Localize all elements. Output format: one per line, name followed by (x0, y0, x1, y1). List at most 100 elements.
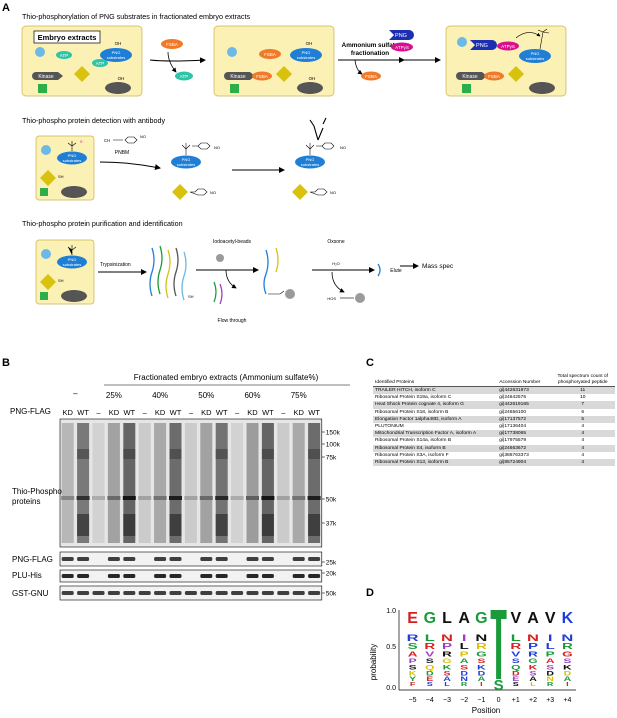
small-band (200, 591, 213, 595)
logo-letter: P (409, 658, 418, 666)
band-high (308, 449, 321, 459)
logo-letter: S (512, 658, 521, 666)
small-blots (59, 551, 323, 601)
lane-label: – (143, 408, 148, 417)
lane-smear (246, 423, 259, 543)
small-band (138, 591, 151, 595)
marker-label: 75k (326, 455, 337, 462)
table-cell: PLUTONIUM (375, 424, 404, 430)
logo-letter: N (546, 676, 554, 683)
lane-smear (231, 423, 244, 543)
panel-b: Fractionated embryo extracts (Ammonium s… (0, 362, 360, 612)
band-high (215, 449, 228, 459)
svg-text:HOS: HOS (327, 296, 336, 301)
fraction-label: 60% (244, 391, 260, 400)
svg-text:FSBA: FSBA (166, 42, 178, 47)
ytick-0: 0.0 (386, 685, 396, 692)
small-band (92, 591, 105, 595)
fraction-label: 75% (291, 391, 307, 400)
lane-label: KD (293, 408, 304, 417)
logo-letter: R (510, 642, 521, 652)
logo-letter: P (442, 642, 452, 652)
logo-letter: I (462, 633, 467, 643)
col-identified-proteins: Identified Proteins (375, 380, 415, 385)
small-band (107, 557, 120, 561)
logo-letter: L (444, 681, 450, 687)
section-title-purification: Thio-phospho protein purification and id… (22, 219, 183, 228)
small-band (200, 557, 213, 561)
svg-text:ATP: ATP (96, 61, 104, 66)
svg-text:PNG: PNG (476, 43, 488, 49)
position-label: +2 (529, 697, 537, 704)
logo-letter: S (408, 642, 418, 652)
logo-letter: N (441, 633, 453, 643)
logo-xlabel: Position (472, 706, 500, 715)
logo-top-letter: E (407, 610, 418, 627)
small-band (308, 574, 321, 578)
logo-letter: A (546, 658, 555, 666)
lane-smear (200, 423, 213, 543)
small-band (154, 591, 167, 595)
lane-smear (61, 423, 74, 543)
blot-label-thio: Thio-Phospho (12, 487, 62, 496)
logo-top-letter: G (475, 610, 487, 627)
lane-smear (107, 423, 120, 543)
logo-letter: R (461, 681, 468, 687)
small-band (200, 574, 213, 578)
logo-letter: D (564, 670, 572, 677)
logo-letter: R (442, 650, 452, 658)
blot-label-png-flag: PNG-FLAG (12, 555, 53, 564)
pnbm-label: PNBM (115, 150, 129, 156)
band-low (169, 514, 182, 536)
table-cell: gi|386763373 (499, 452, 529, 458)
band-50k (246, 496, 259, 500)
table-cell: Mitochondrial Transcription Factor A, is… (375, 431, 477, 437)
logo-letter: S (477, 658, 486, 666)
panel-letter-a: A (2, 2, 10, 14)
logo-letter: P (546, 650, 555, 658)
position-label: −2 (460, 697, 468, 704)
svg-text:SH: SH (188, 294, 194, 299)
logo-letter: I (566, 681, 568, 687)
logo-letter: D (546, 670, 554, 677)
logo-letter: Q (425, 664, 435, 672)
lane-label: – (96, 408, 101, 417)
band-high (169, 449, 182, 459)
band-50k (153, 496, 167, 500)
logo-letter: S (513, 681, 519, 687)
small-band (123, 557, 136, 561)
band-low (77, 514, 90, 536)
svg-text:PNG: PNG (182, 157, 191, 162)
extract-box-1: Embryo extracts ATP ATP PNG substrates O… (21, 25, 143, 97)
table-cell: Elongation Factor 1alpha48D, isoform A (375, 416, 462, 422)
elute-label: Elute (390, 268, 402, 274)
lane-label: WT (170, 408, 182, 417)
small-band (292, 591, 305, 595)
fraction-header: Fractionated embryo extracts (Ammonium s… (134, 373, 319, 382)
small-band (292, 574, 305, 578)
band-50k (261, 496, 275, 500)
lane-label: WT (123, 408, 135, 417)
logo-letter: L (511, 633, 521, 643)
logo-letter: I (480, 681, 482, 687)
logo-letter: A (564, 676, 572, 683)
svg-text:OH: OH (118, 76, 125, 81)
logo-letter-T (490, 610, 507, 619)
lane-label: KD (155, 408, 166, 417)
band-50k (138, 496, 152, 500)
svg-text:substrates: substrates (63, 158, 81, 163)
band-50k (122, 496, 136, 500)
position-label: +1 (512, 697, 520, 704)
table-cell: Ribosomal Protein S14a, isoform B (375, 438, 452, 444)
fraction-labels: –25%40%50%60%75% (73, 389, 307, 400)
svg-text:Kinase: Kinase (38, 74, 54, 80)
sequence-logo: probability 1.0 0.5 0.0 −5ERSAPSKYF−4GLR… (369, 608, 576, 715)
logo-letter: S (460, 664, 469, 672)
lane-smear (92, 423, 105, 543)
purification-box: PNG substrates SH (35, 239, 95, 305)
small-band (292, 557, 305, 561)
